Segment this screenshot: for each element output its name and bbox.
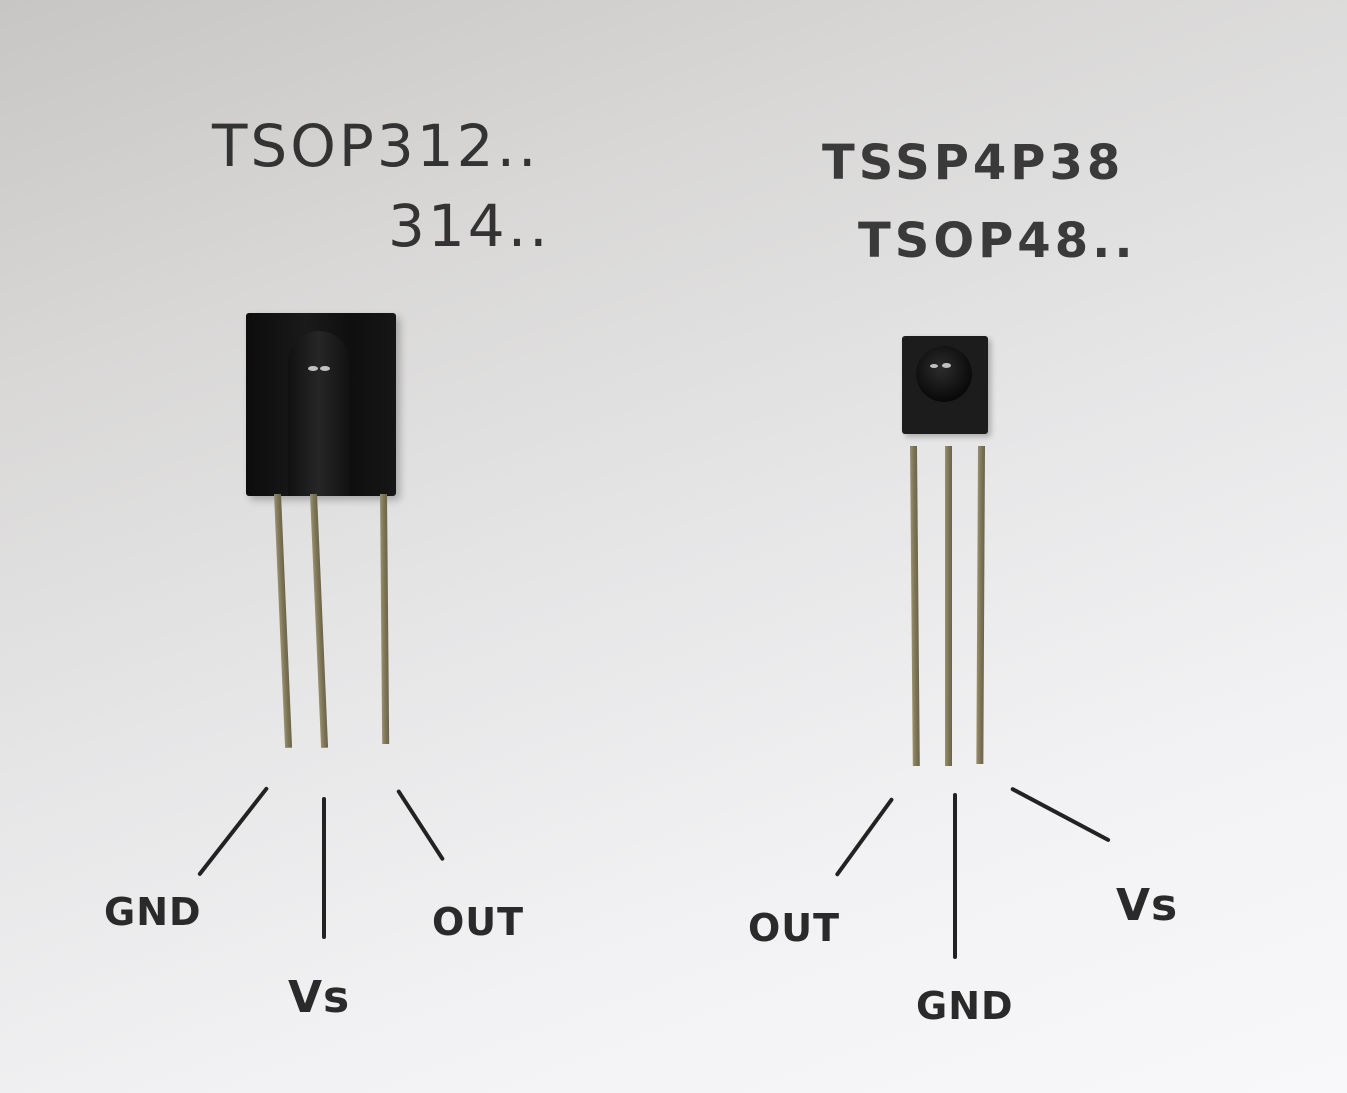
left-pin-1-leg xyxy=(274,493,293,748)
right-pin-label-gnd: GND xyxy=(916,984,1014,1028)
left-pin-label-out: OUT xyxy=(432,900,525,944)
right-pin-label-vs: Vs xyxy=(1116,880,1179,931)
tssp4p38-package xyxy=(902,336,988,434)
right-title-line1: TSSP4P38 xyxy=(822,135,1125,191)
left-title-line2: 314.. xyxy=(388,192,551,260)
right-out-line xyxy=(834,797,895,878)
left-vs-line xyxy=(322,797,326,939)
left-pin-2-leg xyxy=(310,493,329,748)
right-pin-label-out: OUT xyxy=(748,906,841,950)
tsop312-lens xyxy=(288,331,350,496)
left-out-line xyxy=(396,788,446,862)
tsop312-package xyxy=(246,313,396,496)
right-pin-2-leg xyxy=(945,446,952,766)
tssp4p38-lens-dome xyxy=(916,346,972,402)
right-vs-line xyxy=(1010,786,1111,843)
right-pin-1-leg xyxy=(910,445,920,767)
left-pin-label-vs: Vs xyxy=(288,972,351,1023)
right-pin-3-leg xyxy=(976,445,985,765)
left-title-line1: TSOP312.. xyxy=(212,112,540,180)
right-gnd-line xyxy=(953,793,957,959)
right-title-line2: TSOP48.. xyxy=(858,213,1137,269)
left-pin-label-gnd: GND xyxy=(104,890,202,934)
left-pin-3-leg xyxy=(380,493,390,745)
left-gnd-line xyxy=(197,786,270,877)
